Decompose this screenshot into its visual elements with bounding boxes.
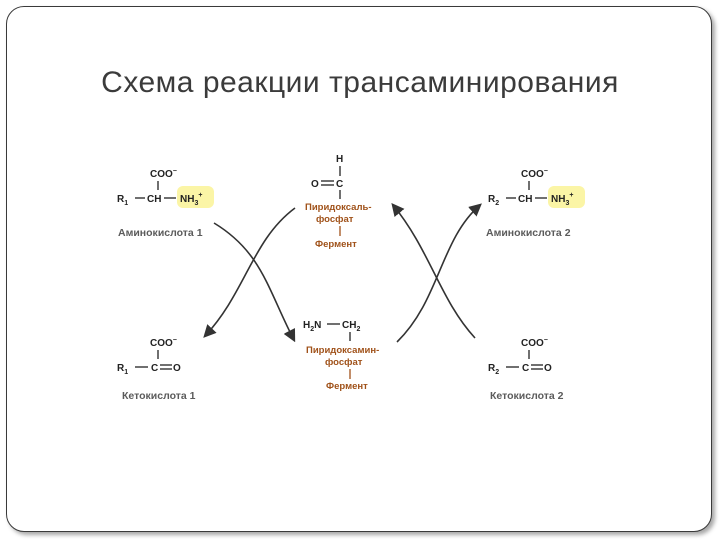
slide-title: Схема реакции трансаминирования bbox=[101, 66, 619, 99]
ketoacid-1: COO− R1 C O Кетокислота 1 bbox=[117, 337, 196, 402]
pmp-ch2: CH2 bbox=[342, 320, 360, 333]
ka1-label: Кетокислота 1 bbox=[122, 390, 196, 402]
arrow-left-to-ketoacid1 bbox=[203, 207, 296, 338]
ka1-o: O bbox=[173, 363, 181, 374]
pmp-h2n: H2N bbox=[303, 320, 321, 333]
aa2-r: R2 bbox=[488, 194, 499, 207]
aa1-coo: COO− bbox=[150, 168, 177, 180]
plp-enzyme: Фермент bbox=[315, 239, 357, 250]
aa1-nh3: NH3+ bbox=[180, 192, 202, 207]
aa2-nh3: NH3+ bbox=[551, 192, 573, 207]
aminoacid-1: COO− R1 CH NH3+ Аминокислота 1 bbox=[117, 168, 214, 239]
aa2-label: Аминокислота 2 bbox=[486, 227, 571, 239]
aa2-coo: COO− bbox=[521, 168, 548, 180]
plp-o: O bbox=[311, 179, 319, 190]
pyridoxamine-phosphate: H2N CH2 Пиридоксамин- фосфат Фермент bbox=[303, 320, 379, 392]
ka2-label: Кетокислота 2 bbox=[490, 390, 564, 402]
ka2-c: C bbox=[522, 363, 529, 374]
plp-h: H bbox=[336, 154, 343, 165]
pmp-name-line2: фосфат bbox=[325, 357, 363, 368]
ka1-r: R1 bbox=[117, 363, 128, 376]
slide-frame bbox=[6, 6, 712, 532]
ketoacid-2: COO− R2 C O Кетокислота 2 bbox=[488, 337, 564, 402]
arrow-right-to-aminoacid2 bbox=[396, 203, 482, 343]
pyridoxal-phosphate: H O C Пиридоксаль- фосфат Фермент bbox=[305, 154, 372, 250]
ka2-o: O bbox=[544, 363, 552, 374]
aminoacid-2: COO− R2 CH NH3+ Аминокислота 2 bbox=[486, 168, 585, 239]
arrow-left-to-pyridoxamine bbox=[213, 222, 296, 343]
aa1-r: R1 bbox=[117, 194, 128, 207]
ka2-r: R2 bbox=[488, 363, 499, 376]
pmp-name-line1: Пиридоксамин- bbox=[306, 345, 379, 356]
pmp-enzyme: Фермент bbox=[326, 381, 368, 392]
arrow-right-to-pyridoxal bbox=[391, 203, 476, 339]
plp-name-line1: Пиридоксаль- bbox=[305, 202, 372, 213]
ka1-c: C bbox=[151, 363, 158, 374]
plp-c: C bbox=[336, 179, 343, 190]
ka2-coo: COO− bbox=[521, 337, 548, 349]
aa1-nh3-highlight bbox=[177, 186, 214, 208]
aa1-label: Аминокислота 1 bbox=[118, 227, 203, 239]
plp-name-line2: фосфат bbox=[316, 214, 354, 225]
aa2-ch: CH bbox=[518, 194, 532, 205]
aa2-nh3-highlight bbox=[548, 186, 585, 208]
ka1-coo: COO− bbox=[150, 337, 177, 349]
aa1-ch: CH bbox=[147, 194, 161, 205]
